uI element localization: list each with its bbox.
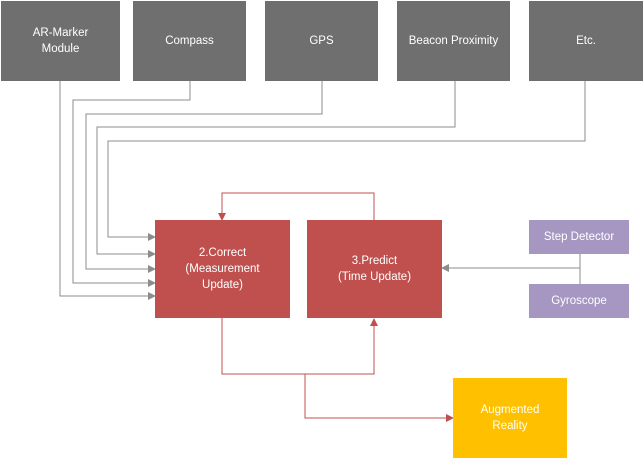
- sensor-ar-marker-module-label: AR-Marker Module: [32, 27, 89, 55]
- sensor-etc-label: Etc.: [576, 35, 596, 47]
- sensor-ar-marker-module: AR-Marker Module: [1, 1, 120, 81]
- sensor-compass-label: Compass: [165, 35, 214, 47]
- sensor-gps: GPS: [265, 1, 378, 81]
- correct-step-box: 2.Correct (Measurement Update): [155, 220, 290, 318]
- connector-gps-to-correct: [85, 81, 323, 273]
- connector-etc-to-correct: [107, 81, 586, 241]
- predict-step-label: 3.Predict (Time Update): [337, 255, 412, 283]
- sensor-compass: Compass: [133, 1, 246, 81]
- predict-step-box: 3.Predict (Time Update): [307, 220, 442, 318]
- sensor-beacon-proximity: Beacon Proximity: [397, 1, 510, 81]
- connector-to-augmented-reality: [304, 374, 454, 422]
- sensor-etc: Etc.: [529, 1, 643, 81]
- gyroscope-label: Gyroscope: [551, 295, 607, 307]
- gyroscope-box: Gyroscope: [529, 284, 629, 318]
- connector-ar-marker-to-correct: [59, 81, 156, 300]
- correct-step-label: 2.Correct (Measurement Update): [185, 247, 260, 291]
- augmented-reality-label: Augmented Reality: [480, 404, 540, 432]
- sensor-gps-label: GPS: [309, 35, 334, 47]
- connector-predict-to-correct: [218, 192, 375, 221]
- connector-beacon-to-correct: [96, 81, 456, 258]
- augmented-reality-box: Augmented Reality: [453, 378, 567, 458]
- connector-correct-to-predict: [221, 318, 378, 375]
- step-detector-box: Step Detector: [529, 220, 629, 254]
- step-detector-label: Step Detector: [543, 231, 615, 243]
- connector-compass-to-correct: [72, 81, 191, 287]
- sensor-beacon-proximity-label: Beacon Proximity: [408, 35, 499, 47]
